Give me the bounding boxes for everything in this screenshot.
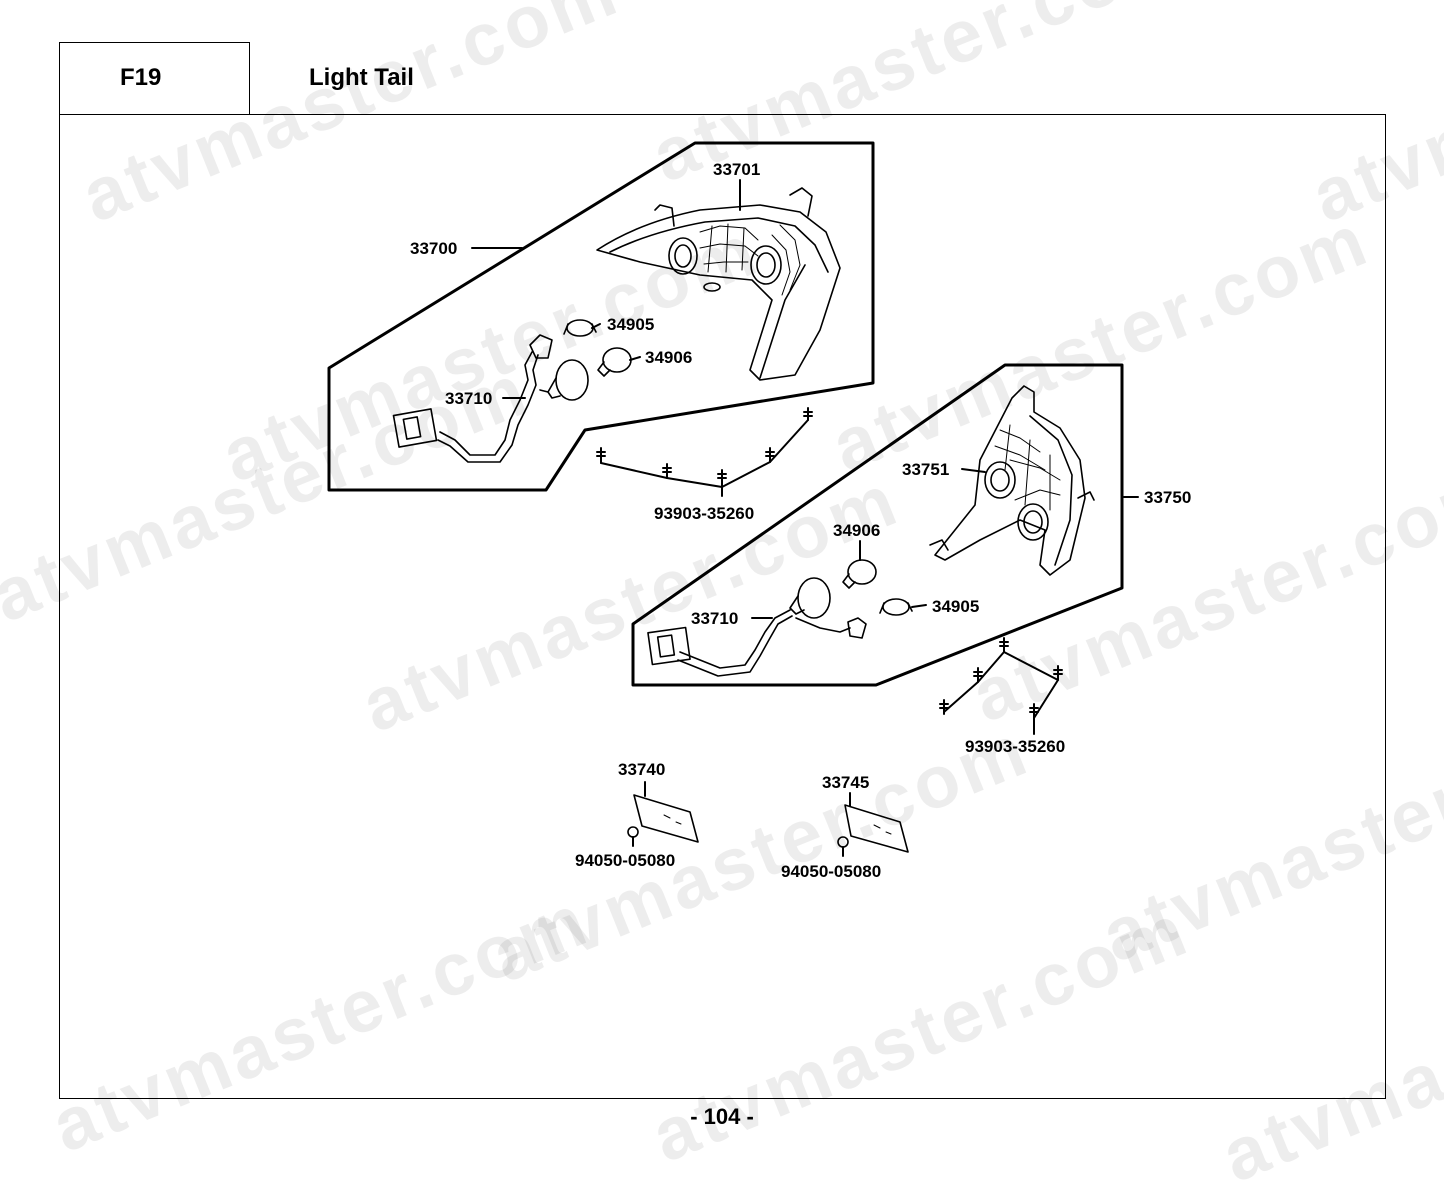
parts-diagram: 33701 33700 34905 34906 33710 93903-3526… <box>327 141 1191 881</box>
section-code: F19 <box>120 64 162 91</box>
upper-tail-light-housing <box>596 187 841 381</box>
lower-bulb-large <box>842 559 877 589</box>
reflector-right <box>837 792 909 857</box>
upper-leader-lines <box>471 179 741 399</box>
upper-screw-group <box>596 407 813 497</box>
lower-tail-light-housing <box>929 385 1095 576</box>
lower-screw-group <box>939 637 1063 735</box>
label-33751: 33751 <box>902 460 949 479</box>
label-34906-lower: 34906 <box>833 521 880 540</box>
label-34906-upper: 34906 <box>645 348 692 367</box>
lower-bulb-small <box>879 598 913 616</box>
label-33700: 33700 <box>410 239 457 258</box>
reflector-left <box>627 781 699 847</box>
label-33710-lower: 33710 <box>691 609 738 628</box>
section-title: Light Tail <box>309 64 414 91</box>
upper-bulb-large <box>597 347 632 377</box>
label-33745: 33745 <box>822 773 869 792</box>
label-94050-05080-left: 94050-05080 <box>575 851 675 870</box>
upper-assembly-outline <box>327 141 875 492</box>
label-34905-lower: 34905 <box>932 597 979 616</box>
lower-socket-harness <box>647 577 867 677</box>
label-94050-05080-right: 94050-05080 <box>781 862 881 881</box>
label-93903-35260-upper: 93903-35260 <box>654 504 754 523</box>
label-33750: 33750 <box>1144 488 1191 507</box>
label-93903-35260-lower: 93903-35260 <box>965 737 1065 756</box>
upper-socket-harness <box>392 334 589 463</box>
lower-leader-lines <box>751 468 1139 619</box>
diagram-frame <box>59 114 1386 1099</box>
lower-assembly-outline <box>631 363 1124 687</box>
label-33701: 33701 <box>713 160 760 179</box>
label-33710-upper: 33710 <box>445 389 492 408</box>
label-34905-upper: 34905 <box>607 315 654 334</box>
page-number: - 104 - <box>690 1104 754 1129</box>
label-33740: 33740 <box>618 760 665 779</box>
